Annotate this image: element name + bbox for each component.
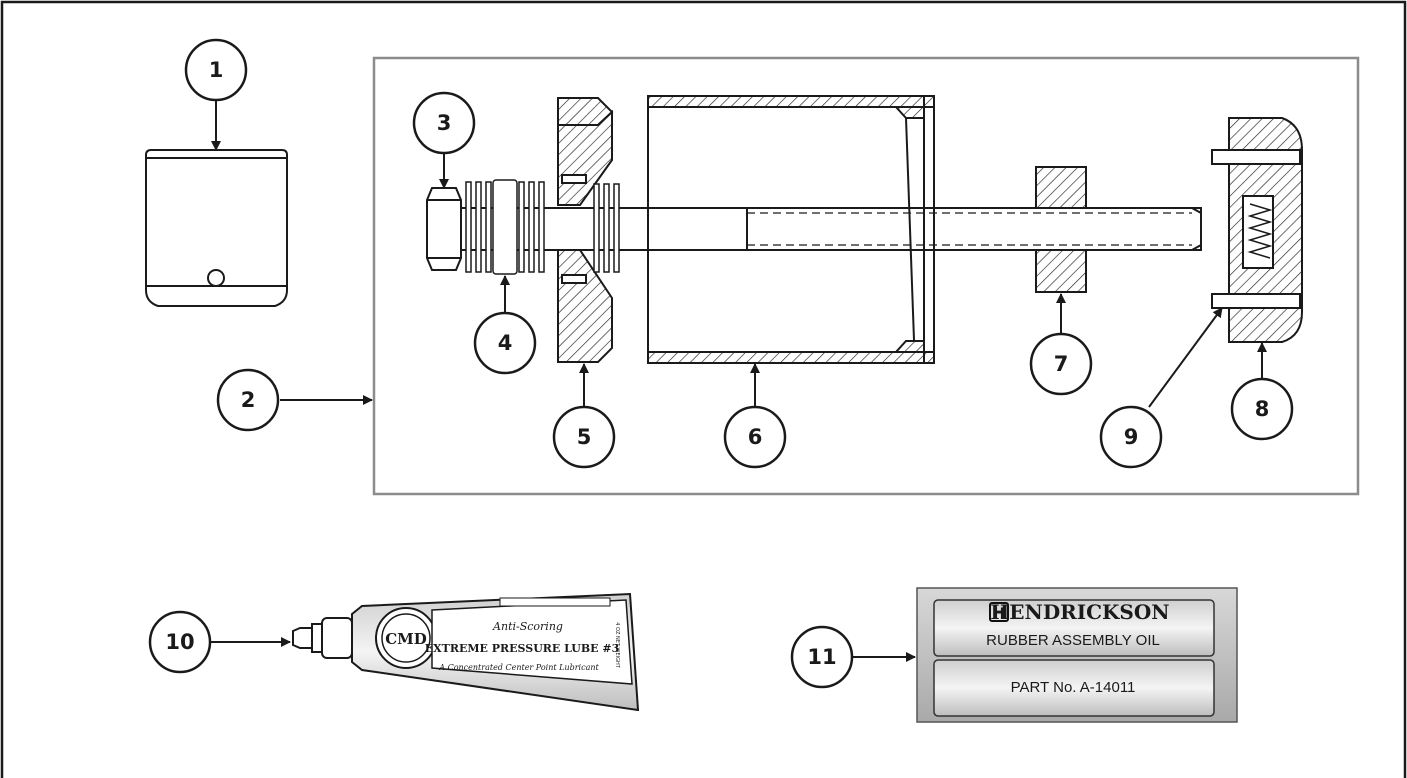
callout-10: 10 [165, 630, 194, 654]
bottle-product: RUBBER ASSEMBLY OIL [986, 632, 1160, 649]
spacer-part [1035, 166, 1087, 293]
callout-4: 4 [498, 331, 513, 355]
tube-side-text: 4 OZ NET WEIGHT [614, 622, 620, 668]
receiver-plate-part [557, 97, 620, 363]
callout-1: 1 [209, 58, 224, 82]
tube-line-1: Anti-Scoring [492, 620, 563, 633]
hendrickson-logo-mark: H [993, 606, 1005, 622]
callout-circle-2 [216, 368, 280, 432]
callout-circle-1 [184, 38, 248, 102]
callout-circle-9 [1099, 405, 1163, 469]
callout-circle-8 [1230, 377, 1294, 441]
callout-2: 2 [241, 388, 256, 412]
callout-11: 11 [807, 645, 836, 669]
callout-9: 9 [1124, 425, 1139, 449]
lube-tube [292, 592, 640, 712]
bottle-brand: HENDRICKSON [990, 600, 1169, 624]
washer-nut-part [465, 179, 545, 275]
callout-8: 8 [1255, 397, 1270, 421]
tube-line-2: EXTREME PRESSURE LUBE #3 [425, 642, 620, 655]
callout-6: 6 [748, 425, 763, 449]
hendrickson-logo [989, 602, 1009, 622]
callout-circle-10 [148, 610, 212, 674]
callout-7: 7 [1054, 352, 1069, 376]
end-cap-part [1211, 117, 1303, 343]
receiver-cup-part [647, 95, 935, 364]
callout-circle-11 [790, 625, 854, 689]
tube-logo-text: CMD [385, 630, 427, 648]
callout-5: 5 [577, 425, 592, 449]
callout-circle-5 [552, 405, 616, 469]
leader-lines [211, 100, 1267, 662]
oil-bottle [916, 587, 1238, 723]
callout-circle-7 [1029, 332, 1093, 396]
callout-circle-6 [723, 405, 787, 469]
tool-assembly-box [372, 56, 1360, 496]
callout-circle-3 [412, 91, 476, 155]
callout-circle-4 [473, 311, 537, 375]
tube-line-3: A Concentrated Center Point Lubricant [438, 663, 599, 672]
bottle-part-number: PART No. A-14011 [1011, 679, 1136, 696]
bolt-part [426, 187, 1202, 271]
callout-3: 3 [437, 111, 452, 135]
socket-part [145, 149, 288, 307]
